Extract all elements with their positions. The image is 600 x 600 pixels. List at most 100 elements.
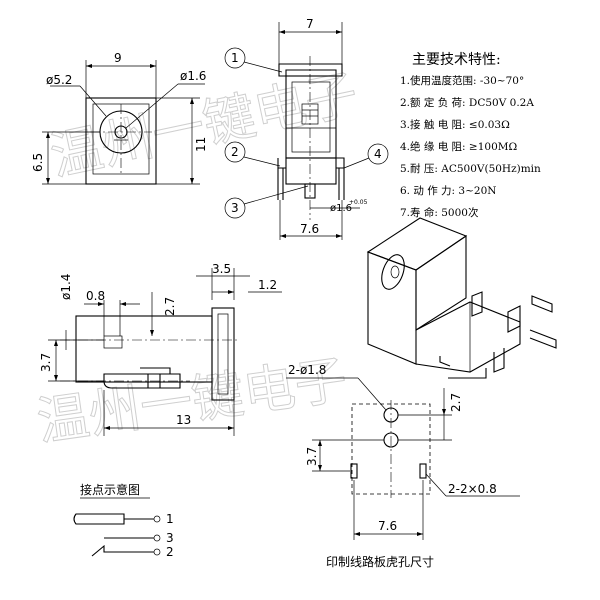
spec-item-7: 7.寿 命: 5000次 [400, 206, 479, 219]
iso-pin [529, 329, 557, 349]
iso-detail [448, 368, 487, 379]
arrow [228, 426, 234, 430]
side-top-flange [278, 63, 343, 77]
arrow [190, 98, 194, 104]
schematic-terminal-3 [153, 534, 161, 542]
front-height-label: 11 [194, 137, 208, 152]
leader [343, 157, 370, 169]
top-view: ø1.4 0.8 2.7 3.5 1.2 3.7 13 [39, 262, 282, 436]
spec-item-5: 5.耐 压: AC500V(50Hz)min [400, 162, 541, 175]
iso-tab [507, 305, 521, 333]
pcb-caption: 印制线路板虎孔尺寸 [326, 554, 434, 569]
spec-item-6: 6. 动 作 力: 3~20N [400, 184, 496, 197]
pcb-width-label: 7.6 [378, 519, 397, 533]
iso-pin [531, 295, 553, 313]
top-plug-pin [103, 373, 181, 389]
iso-detail [439, 356, 451, 367]
side-spacing-label: 7.6 [300, 222, 319, 236]
schematic-terminal-1 [153, 515, 161, 523]
top-flange [211, 307, 235, 401]
schematic-terminal-2 [153, 548, 161, 556]
schematic-wire-2 [91, 544, 154, 557]
schematic-title: 接点示意图 [80, 482, 140, 497]
arrow [354, 532, 360, 536]
front-view: 9 ø5.2 ø1.6 11 6.5 [31, 51, 208, 185]
balloon-4 [367, 143, 389, 165]
spec-item-4: 4.绝 缘 电 阻: ≥100MΩ [400, 140, 517, 153]
top-width-label: 3.5 [212, 262, 231, 276]
iso-base [415, 301, 521, 373]
side-pin-tol-label: +0.05 [349, 199, 368, 206]
leader [243, 185, 309, 205]
arrow [150, 64, 156, 68]
balloon-4-label: 4 [374, 147, 382, 161]
top-lug [103, 335, 123, 349]
pcb-side-spacing-label: 3.7 [305, 447, 319, 466]
balloon-3 [224, 197, 246, 219]
arrow [120, 302, 126, 306]
leader [79, 85, 107, 117]
top-length-label: 13 [176, 413, 191, 427]
arrow [190, 178, 194, 184]
leader [357, 377, 387, 411]
iso-socket-hole [381, 254, 405, 290]
schematic-pin-3-label: 3 [166, 531, 174, 545]
spec-item-2: 2.额 定 负 荷: DC50V 0.2A [400, 96, 534, 109]
pcb-slot-left [350, 463, 358, 479]
iso-top-face [366, 217, 468, 271]
arrow [54, 375, 58, 381]
spec-title: 主要技术特性: [412, 52, 501, 68]
arrow [336, 234, 342, 238]
iso-center-pin [390, 265, 400, 279]
schematic-pin-2-label: 2 [166, 545, 174, 559]
leader [425, 473, 447, 497]
leader [243, 61, 283, 73]
iso-tab [471, 291, 483, 317]
arrow [318, 440, 322, 446]
front-body-outline [85, 97, 157, 185]
spec-item-1: 1.使用温度范围: -30~70° [400, 74, 524, 87]
leader [243, 156, 281, 167]
top-flange-inner [217, 313, 229, 395]
top-dia-label: ø1.4 [59, 274, 73, 300]
pcb-holes-label: 2-ø1.8 [288, 363, 326, 377]
pcb-layout: 2-ø1.8 2.7 3.7 2-2×0.8 7.6 印制线路板虎孔尺寸 [286, 363, 520, 569]
top-spring-arm [140, 367, 171, 374]
isometric-view [366, 217, 557, 379]
side-pin-center [304, 183, 316, 199]
arrow [86, 64, 92, 68]
front-hole-dia-label: ø5.2 [46, 73, 72, 87]
arrow [318, 465, 322, 471]
arrow [228, 290, 234, 294]
arrow [442, 409, 446, 415]
arrow [417, 532, 423, 536]
side-width-label: 7 [306, 17, 314, 31]
front-pin-dia-label: ø1.6 [180, 69, 206, 83]
pcb-slot-right [419, 463, 427, 479]
iso-front-face [367, 251, 417, 365]
balloon-1 [224, 47, 246, 69]
arrow [279, 30, 285, 34]
top-height-label: 3.7 [39, 353, 53, 372]
spec-block: 主要技术特性: 1.使用温度范围: -30~70° 2.额 定 负 荷: DC5… [400, 52, 541, 219]
schematic-pin-1-label: 1 [166, 512, 174, 526]
schematic-pin-1-shape [73, 513, 125, 525]
arrow [150, 330, 154, 336]
arrow [46, 132, 50, 138]
contact-schematic: 接点示意图 1 3 2 [73, 482, 174, 559]
arrow [46, 178, 50, 184]
side-base [285, 157, 337, 185]
front-center-height-label: 6.5 [31, 153, 45, 172]
iso-side-face [415, 234, 467, 332]
balloon-3-label: 3 [231, 201, 239, 215]
balloon-2 [224, 141, 246, 163]
pcb-top-spacing-label: 2.7 [449, 393, 463, 412]
balloon-2-label: 2 [231, 145, 239, 159]
side-lower-body [277, 157, 345, 169]
arrow [336, 30, 342, 34]
arrow [280, 234, 286, 238]
balloon-1-label: 1 [231, 51, 239, 65]
arrow [104, 426, 110, 430]
pcb-slots-label: 2-2×0.8 [448, 482, 497, 496]
